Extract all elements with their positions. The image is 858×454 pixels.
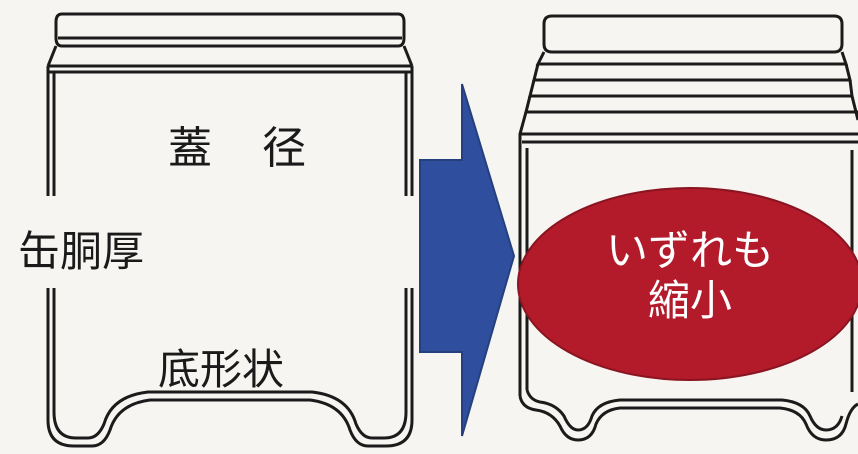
reduced-can-bottom [518, 395, 858, 442]
reduced-can-cap [542, 14, 844, 54]
reduced-can-thread-2 [532, 63, 852, 82]
result-line-1: いずれも [605, 226, 774, 275]
result-line-2: 縮小 [647, 276, 732, 325]
reduced-can-thread-4 [524, 95, 858, 114]
right-arrow-icon [419, 83, 516, 437]
original-can-bottom [46, 398, 414, 448]
result-oval [517, 187, 858, 381]
result-text: いずれも 縮小 [540, 226, 840, 326]
original-can-lid [54, 12, 406, 48]
original-can-neck-left [46, 45, 58, 67]
reduced-can-thread-3 [528, 79, 854, 98]
reduced-can-thread-1 [535, 51, 849, 66]
original-can-neck-right [402, 45, 414, 67]
lid-diameter-label: 蓋 径 [168, 123, 324, 174]
bottom-shape-label: 底形状 [158, 345, 285, 394]
can-wall-thickness-label: 缶胴厚 [18, 227, 145, 276]
original-can [46, 12, 414, 448]
